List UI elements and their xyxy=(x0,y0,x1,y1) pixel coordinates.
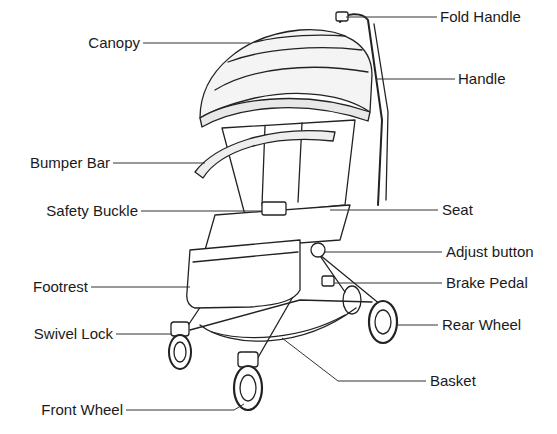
safety-buckle-symbol xyxy=(262,202,286,215)
canopy-rib xyxy=(255,35,345,42)
leader-line xyxy=(116,334,171,335)
basket-shape xyxy=(200,308,356,341)
leader-line xyxy=(376,79,455,80)
handle-frame-back xyxy=(374,24,388,200)
part-label: Swivel Lock xyxy=(34,325,113,343)
footrest-seam xyxy=(193,252,298,262)
rear-leg xyxy=(320,255,381,305)
canopy-rib xyxy=(215,67,368,90)
swivel-lock-housing xyxy=(171,322,189,336)
part-label: Front Wheel xyxy=(41,401,123,419)
adjust-button-symbol xyxy=(311,243,325,257)
leader-line xyxy=(282,338,426,381)
basket-rim xyxy=(212,315,345,338)
leader-line xyxy=(346,17,437,18)
part-label: Bumper Bar xyxy=(30,154,110,172)
leader-line xyxy=(330,210,438,211)
footrest-shape xyxy=(187,240,300,308)
part-label: Rear Wheel xyxy=(442,316,521,334)
part-label: Brake Pedal xyxy=(446,274,528,292)
leader-line xyxy=(91,287,190,288)
leader-line xyxy=(143,43,250,44)
bumper-bar-shape xyxy=(195,131,335,178)
rear-wheel-left xyxy=(343,286,361,314)
front-wheel-right xyxy=(234,366,262,410)
part-label: Handle xyxy=(458,70,506,88)
leader-line xyxy=(141,211,262,212)
part-label: Seat xyxy=(442,201,473,219)
leader-line xyxy=(126,404,244,410)
wheel-hub xyxy=(375,310,391,334)
leader-line xyxy=(113,163,205,164)
part-label: Canopy xyxy=(88,34,140,52)
canopy-rib xyxy=(228,48,362,62)
leader-lines xyxy=(91,17,455,410)
part-label: Basket xyxy=(430,372,476,390)
part-label: Safety Buckle xyxy=(46,202,138,220)
swivel-lock-housing xyxy=(238,352,258,367)
front-wheel-left xyxy=(169,335,191,369)
part-label: Adjust button xyxy=(446,243,534,261)
wheel-hub xyxy=(174,342,186,362)
wheel-hub xyxy=(240,375,256,401)
leader-line xyxy=(397,325,438,326)
rear-wheel-right xyxy=(369,301,397,343)
part-label: Fold Handle xyxy=(440,8,521,26)
leader-line xyxy=(325,252,442,253)
brake-pedal-symbol xyxy=(322,276,334,286)
part-label: Footrest xyxy=(33,278,88,296)
leader-line xyxy=(334,283,442,284)
